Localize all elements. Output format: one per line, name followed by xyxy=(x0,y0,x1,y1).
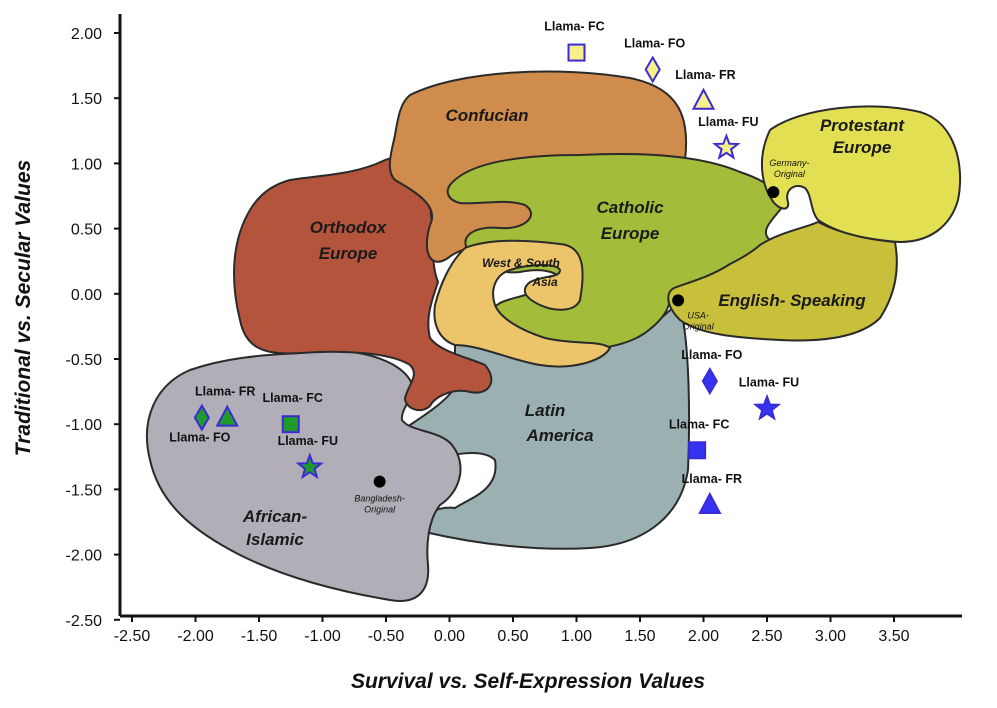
y-tick-label: -0.50 xyxy=(66,352,103,369)
axes-layer: -2.50 -2.00 -1.50 -1.00 -0.50 0.00 0.50 1.00 1.5… xyxy=(12,14,962,693)
original-point xyxy=(373,475,386,488)
marker-star xyxy=(295,452,324,480)
marker-triangle xyxy=(691,87,716,110)
marker-diamond xyxy=(644,55,661,84)
marker-square xyxy=(281,415,300,434)
x-tick-label: 0.00 xyxy=(434,628,465,645)
region-label-confucian: Confucian xyxy=(445,106,528,125)
y-tick-label: -2.50 xyxy=(66,613,103,630)
marker-label: Llama- FO xyxy=(624,37,685,51)
marker-triangle xyxy=(698,491,722,515)
y-tick-labels: 2.00 1.50 1.00 0.50 0.00 -0.50 -1.00 -1.50 -2.00… xyxy=(66,26,103,630)
x-tick-label: -1.00 xyxy=(304,628,341,645)
x-tick-label: -1.50 xyxy=(241,628,278,645)
region-english-speaking xyxy=(667,220,898,342)
x-tick-label: 2.00 xyxy=(688,628,719,645)
marker-label: Llama- FO xyxy=(169,431,230,445)
marker-label: Llama- FO xyxy=(681,348,742,362)
marker-label: Llama- FC xyxy=(544,20,604,34)
x-tick-label: 0.50 xyxy=(497,628,528,645)
original-point xyxy=(672,294,685,307)
marker-label: Llama- FC xyxy=(669,417,729,431)
regions-layer xyxy=(145,70,962,602)
marker-label: Llama- FR xyxy=(195,385,255,399)
marker-label: Llama- FU xyxy=(739,376,799,390)
marker-label: Llama- FR xyxy=(682,472,742,486)
region-label-african-islamic: African-Islamic xyxy=(242,507,308,549)
y-axis-label: Traditional vs. Secular Values xyxy=(12,160,35,456)
x-tick-label: -2.00 xyxy=(177,628,214,645)
marker-triangle xyxy=(215,404,239,427)
y-tick-label: 2.00 xyxy=(71,26,102,43)
y-tick-label: 0.00 xyxy=(71,287,102,304)
marker-diamond xyxy=(193,403,211,432)
x-axis-label: Survival vs. Self-Expression Values xyxy=(351,670,705,693)
y-tick-label: 1.50 xyxy=(71,91,102,108)
marker-square xyxy=(567,43,586,62)
x-tick-label: 1.50 xyxy=(624,628,655,645)
marker-label: Llama- FC xyxy=(263,391,323,405)
x-tick-label: 3.00 xyxy=(815,628,846,645)
y-tick-label: -2.00 xyxy=(66,548,103,565)
y-tick-label: 1.00 xyxy=(71,156,102,173)
x-tick-label: 2.50 xyxy=(751,628,782,645)
marker-label: Llama- FU xyxy=(698,115,758,129)
region-label-english-speaking: English- Speaking xyxy=(718,291,866,310)
x-tick-marks xyxy=(131,616,895,622)
y-tick-label: -1.00 xyxy=(66,417,103,434)
x-tick-label: -0.50 xyxy=(368,628,405,645)
y-tick-label: 0.50 xyxy=(71,222,102,239)
x-tick-labels: -2.50 -2.00 -1.50 -1.00 -0.50 0.00 0.50 1.00 1.5… xyxy=(114,628,910,645)
original-point-label: USA-Original xyxy=(683,310,715,331)
marker-star xyxy=(752,393,782,421)
original-points-layer: Germany-OriginalUSA-OriginalBangladesh-O… xyxy=(354,158,809,514)
marker-label: Llama- FU xyxy=(278,434,338,448)
original-point-label: Germany-Original xyxy=(769,158,809,179)
original-point xyxy=(767,186,780,199)
marker-star xyxy=(712,132,741,160)
y-tick-label: -1.50 xyxy=(66,482,103,499)
region-west-south-asia xyxy=(433,239,612,368)
marker-diamond xyxy=(701,367,719,396)
x-tick-label: 1.00 xyxy=(561,628,592,645)
marker-label: Llama- FR xyxy=(675,68,735,82)
x-tick-label: 3.50 xyxy=(878,628,909,645)
y-tick-marks xyxy=(114,32,120,621)
original-point-label: Bangladesh-Original xyxy=(354,494,405,515)
llama-markers-layer: Llama- FC Llama- FO Llama- FR Llama- FU Llam… xyxy=(169,20,799,515)
marker-square xyxy=(688,441,707,460)
x-tick-label: -2.50 xyxy=(114,628,151,645)
